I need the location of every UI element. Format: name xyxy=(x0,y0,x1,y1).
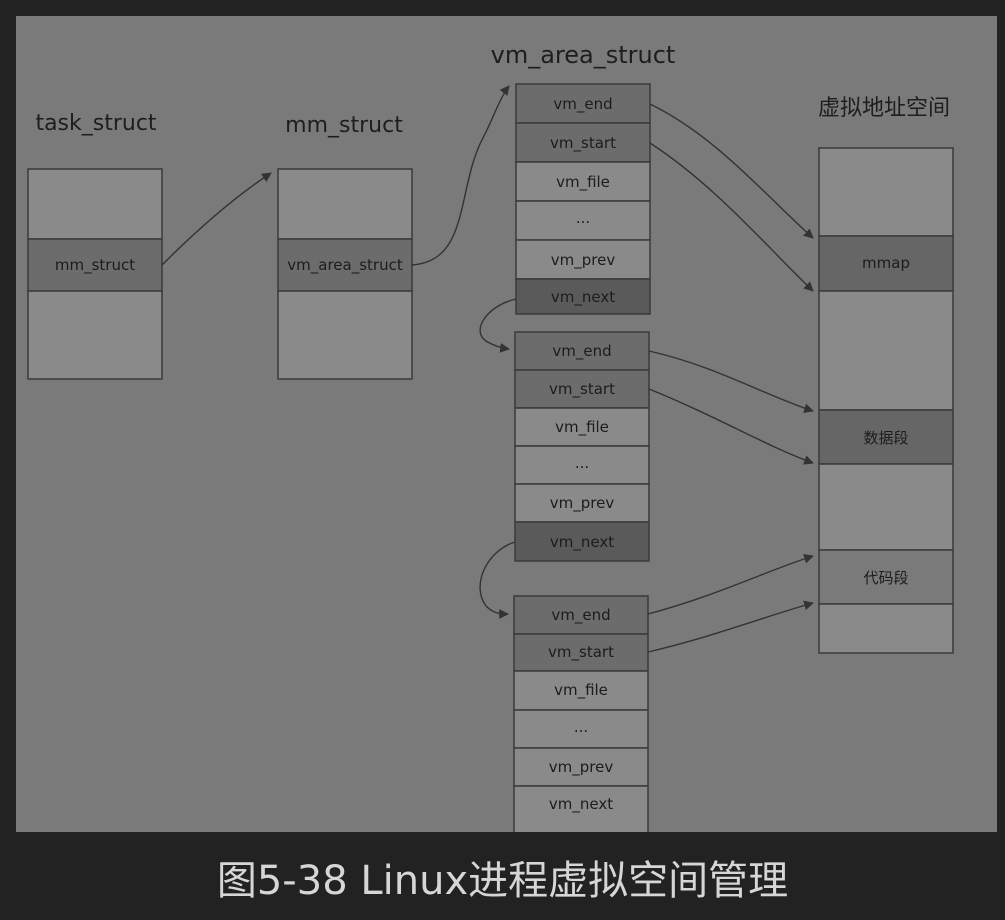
mm-struct-bottom-cell xyxy=(277,290,413,380)
task-struct-bottom-cell xyxy=(27,290,163,380)
task-struct-box: mm_struct xyxy=(27,168,163,380)
vma-3-label-vm-prev: vm_prev xyxy=(549,758,614,777)
mm-struct-field-label: vm_area_struct xyxy=(287,256,403,275)
vas-region-mmap xyxy=(818,235,954,292)
vma-1-cell-ellipsis xyxy=(515,200,651,241)
arrow-vma-2-start-to-data xyxy=(648,388,814,465)
vma-3-cell-vm-prev xyxy=(513,747,649,787)
arrow-vma-2-next xyxy=(479,541,516,619)
arrow-vma-3-end-to-code xyxy=(647,554,814,615)
connector-arrows xyxy=(161,85,814,653)
arrow-vma-1-next xyxy=(479,298,517,353)
arrow-task-to-mm xyxy=(161,172,272,266)
vas-region-code-segment xyxy=(818,549,954,605)
arrow-vma-2-end-to-data xyxy=(648,350,814,413)
arrow-vma-1-end-to-mmap xyxy=(649,103,814,239)
vas-gap-top xyxy=(818,147,954,237)
vma-1-label-vm-end: vm_end xyxy=(553,95,612,114)
vma-3-cell-vm-file xyxy=(513,670,649,711)
vma-2-cell-ellipsis xyxy=(514,445,650,485)
vas-label-code-segment: 代码段 xyxy=(863,569,908,587)
vma-1-label-ellipsis: ... xyxy=(576,209,590,227)
virtual-address-space-title: 虚拟地址空间 xyxy=(818,96,950,121)
mm-struct-top-cell xyxy=(277,168,413,240)
vma-1-label-vm-start: vm_start xyxy=(550,134,616,153)
vm-area-struct-title: vm_area_struct xyxy=(491,41,676,69)
figure-panel: task_struct mm_struct vm_area_struct 虚拟地… xyxy=(16,16,997,832)
vma-1-label-vm-prev: vm_prev xyxy=(551,251,616,270)
vas-gap-lower xyxy=(818,463,954,551)
arrow-vma-1-start-to-mmap xyxy=(649,142,814,292)
figure-caption: 图5-38 Linux进程虚拟空间管理 xyxy=(216,858,789,904)
task-struct-mm-cell xyxy=(27,238,163,292)
task-struct-top-cell xyxy=(27,168,163,240)
vma-node-2: vm_end vm_start vm_file ... vm_prev vm_n… xyxy=(514,331,650,562)
mm-struct-box: vm_area_struct xyxy=(277,168,413,380)
vma-node-1: vm_end vm_start vm_file ... vm_prev vm_n… xyxy=(515,83,651,315)
vma-2-label-vm-next: vm_next xyxy=(550,533,614,552)
vma-2-label-ellipsis: ... xyxy=(575,454,589,472)
vma-2-cell-vm-start xyxy=(514,369,650,409)
vma-3-label-vm-end: vm_end xyxy=(551,606,610,625)
vma-2-label-vm-file: vm_file xyxy=(555,418,609,437)
vma-3-label-vm-file: vm_file xyxy=(554,681,608,700)
vas-gap-bottom xyxy=(818,603,954,654)
mm-struct-title: mm_struct xyxy=(285,113,403,138)
vma-1-label-vm-file: vm_file xyxy=(556,173,610,192)
vma-3-cell-ellipsis xyxy=(513,709,649,749)
virtual-address-space: mmap 数据段 代码段 xyxy=(818,147,954,654)
task-struct-field-label: mm_struct xyxy=(55,256,135,275)
vma-node-3: vm_end vm_start vm_file ... vm_prev vm_n… xyxy=(513,595,649,832)
task-struct-title: task_struct xyxy=(35,111,156,136)
vma-1-label-vm-next: vm_next xyxy=(551,288,615,307)
vas-label-data-segment: 数据段 xyxy=(863,429,908,447)
vas-label-mmap: mmap xyxy=(862,254,910,272)
mm-struct-vma-cell xyxy=(277,238,413,292)
vma-3-cell-vm-start xyxy=(513,633,649,672)
vma-2-cell-vm-file xyxy=(514,407,650,447)
vma-3-cell-vm-next xyxy=(513,785,649,832)
vma-3-label-vm-next: vm_next xyxy=(549,795,613,814)
vma-2-label-vm-start: vm_start xyxy=(549,380,615,399)
vma-2-label-vm-end: vm_end xyxy=(552,342,611,361)
vma-3-label-vm-start: vm_start xyxy=(548,643,614,662)
vma-2-label-vm-prev: vm_prev xyxy=(550,494,615,513)
arrow-mm-to-vma-1 xyxy=(411,85,510,266)
vma-3-label-ellipsis: ... xyxy=(574,718,588,736)
arrow-vma-3-start-to-code xyxy=(647,600,814,653)
vma-2-cell-vm-next xyxy=(514,521,650,562)
vma-1-cell-vm-start xyxy=(515,122,651,163)
vas-gap-middle xyxy=(818,290,954,411)
vma-1-cell-vm-next xyxy=(515,278,651,315)
process-vm-diagram: task_struct mm_struct vm_area_struct 虚拟地… xyxy=(27,41,954,832)
